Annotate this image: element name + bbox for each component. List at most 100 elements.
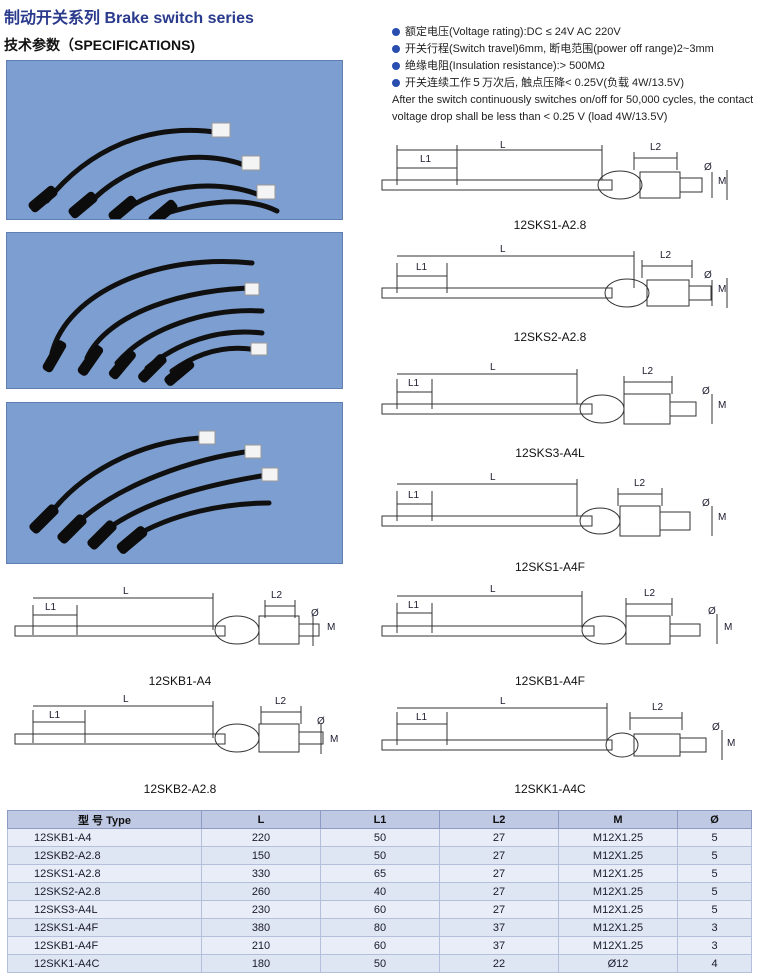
caption-12sks1-a4f: 12SKS1-A4F: [514, 560, 586, 574]
table-cell: 3: [677, 936, 752, 955]
dim-l1: L1: [408, 378, 420, 389]
table-cell: M12X1.25: [558, 846, 678, 865]
diagram-12skb2-a2-8: L L1 L2 Ø M: [5, 694, 340, 768]
table-cell: 220: [201, 828, 321, 847]
dim-l: L: [490, 472, 496, 483]
dim-l2: L2: [644, 588, 656, 599]
spec-cycles: 开关连续工作５万次后, 触点压降< 0.25V(负载 4W/13.5V): [392, 75, 756, 92]
dim-phi: Ø: [704, 270, 712, 281]
dim-l: L: [123, 586, 129, 597]
table-cell: 210: [201, 936, 321, 955]
dim-l1: L1: [420, 154, 432, 165]
dim-phi: Ø: [704, 162, 712, 173]
table-cell: 12SKK1-A4C: [7, 954, 202, 973]
page-title: 制动开关系列 Brake switch series: [4, 10, 254, 27]
dim-phi: Ø: [702, 386, 710, 397]
table-cell: M12X1.25: [558, 864, 678, 883]
table-cell: 12SKB2-A2.8: [7, 846, 202, 865]
table-cell: 12SKS1-A4F: [7, 918, 202, 937]
col-m: M: [558, 810, 678, 829]
diagram-12sks2-a2-8: L L1 L2 Ø M: [372, 244, 742, 318]
table-cell: 50: [320, 846, 440, 865]
table-cell: 4: [677, 954, 752, 973]
table-cell: 65: [320, 864, 440, 883]
spec-travel: 开关行程(Switch travel)6mm, 断电范围(power off r…: [392, 41, 756, 58]
table-cell: 12SKS3-A4L: [7, 900, 202, 919]
dim-m: M: [724, 622, 733, 633]
caption-12skb2-a2-8: 12SKB2-A2.8: [143, 782, 217, 796]
caption-12sks3-a4l: 12SKS3-A4L: [515, 446, 585, 460]
diagram-12skb1-a4f: L L1 L2 Ø M: [372, 584, 742, 658]
product-photo-1: [6, 60, 343, 220]
dim-m: M: [718, 176, 727, 187]
col-type: 型 号 Type: [7, 810, 202, 829]
table-cell: 260: [201, 882, 321, 901]
specifications-heading: 技术参数（SPECIFICATIONS): [4, 37, 196, 53]
table-cell: 37: [439, 936, 559, 955]
dim-l1: L1: [49, 710, 61, 721]
dim-l: L: [500, 244, 506, 255]
dim-l2: L2: [642, 366, 654, 377]
table-cell: 330: [201, 864, 321, 883]
table-cell: 5: [677, 846, 752, 865]
table-cell: 180: [201, 954, 321, 973]
bullet-icon: [392, 62, 400, 71]
table-cell: 12SKB1-A4F: [7, 936, 202, 955]
bullet-icon: [392, 79, 400, 88]
table-cell: 22: [439, 954, 559, 973]
table-cell: 60: [320, 900, 440, 919]
dim-phi: Ø: [317, 716, 325, 727]
dim-l1: L1: [45, 602, 57, 613]
dim-l1: L1: [416, 262, 428, 273]
spec-insulation: 绝缘电阻(Insulation resistance):> 500MΩ: [392, 58, 756, 75]
col-l1: L1: [320, 810, 440, 829]
col-l: L: [201, 810, 321, 829]
table-cell: 27: [439, 900, 559, 919]
dim-l: L: [123, 694, 129, 705]
table-cell: 27: [439, 846, 559, 865]
dim-m: M: [718, 512, 727, 523]
table-cell: 40: [320, 882, 440, 901]
table-cell: 3: [677, 918, 752, 937]
table-cell: 80: [320, 918, 440, 937]
product-photo-2: [6, 232, 343, 389]
dim-m: M: [718, 284, 727, 295]
caption-12skb1-a4f: 12SKB1-A4F: [514, 674, 586, 688]
diagram-12skb1-a4: L L1 L2 Ø M: [5, 586, 340, 660]
dim-l: L: [500, 696, 506, 707]
table-cell: 12SKB1-A4: [7, 828, 202, 847]
table-cell: 50: [320, 954, 440, 973]
table-cell: M12X1.25: [558, 936, 678, 955]
dim-l2: L2: [275, 696, 287, 707]
dim-l2: L2: [271, 590, 283, 601]
table-cell: 5: [677, 882, 752, 901]
product-photo-3: [6, 402, 343, 564]
table-cell: 380: [201, 918, 321, 937]
table-cell: 27: [439, 882, 559, 901]
dim-m: M: [330, 734, 339, 745]
table-cell: M12X1.25: [558, 918, 678, 937]
dim-l2: L2: [652, 702, 664, 713]
dim-phi: Ø: [311, 608, 319, 619]
table-cell: 60: [320, 936, 440, 955]
dim-l2: L2: [634, 478, 646, 489]
table-cell: 5: [677, 900, 752, 919]
dim-l1: L1: [408, 490, 420, 501]
table-cell: M12X1.25: [558, 900, 678, 919]
dim-phi: Ø: [708, 606, 716, 617]
table-cell: 27: [439, 828, 559, 847]
dim-m: M: [718, 400, 727, 411]
table-cell: 27: [439, 864, 559, 883]
bullet-icon: [392, 45, 400, 54]
table-cell: 5: [677, 864, 752, 883]
table-cell: M12X1.25: [558, 828, 678, 847]
caption-12skb1-a4: 12SKB1-A4: [148, 674, 212, 688]
col-phi: Ø: [677, 810, 752, 829]
